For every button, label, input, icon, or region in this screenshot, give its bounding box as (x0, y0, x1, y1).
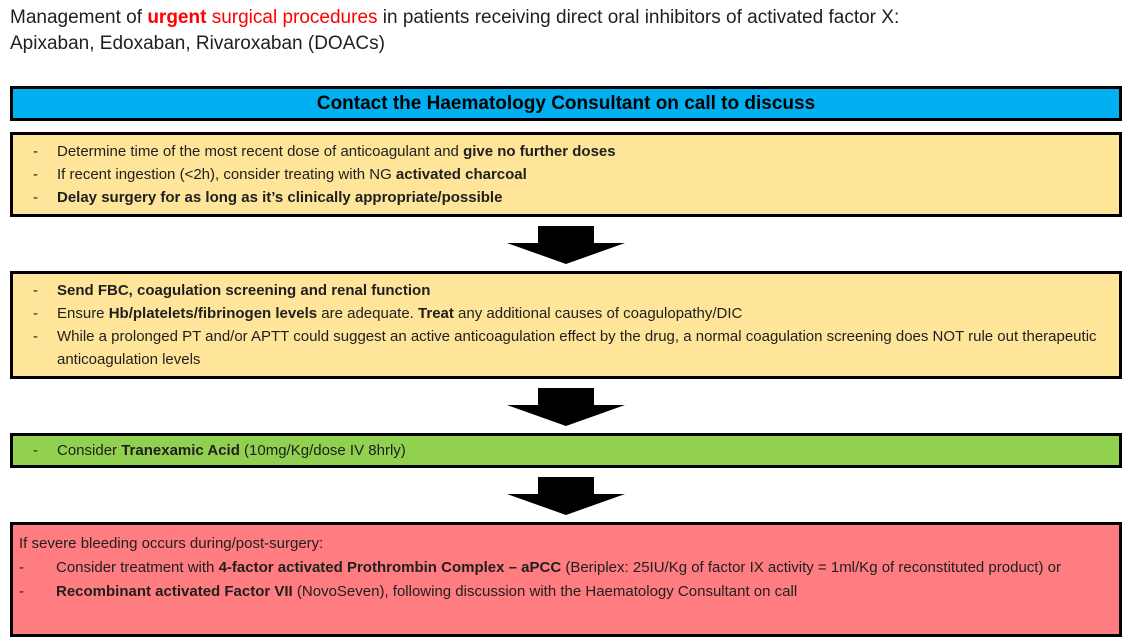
bullet-line: - Send FBC, coagulation screening and re… (33, 279, 1105, 302)
bullet-line: - Consider Tranexamic Acid (10mg/Kg/dose… (33, 439, 1105, 462)
bullet-dash: - (19, 583, 24, 600)
down-arrow-icon (507, 226, 625, 264)
bullet-dash: - (19, 559, 24, 576)
bullet-text: Determine time of the most recent dose o… (57, 143, 616, 160)
contact-haematology-banner: Contact the Haematology Consultant on ca… (10, 86, 1122, 121)
bullet-dash: - (33, 189, 38, 206)
bullet-dash: - (33, 282, 38, 299)
bullet-text: Recombinant activated Factor VII (NovoSe… (56, 583, 798, 600)
bullet-dash: - (33, 442, 38, 459)
step-tranexamic-acid-box: - Consider Tranexamic Acid (10mg/Kg/dose… (10, 433, 1122, 468)
bullet-line: - While a prolonged PT and/or APTT could… (33, 325, 1105, 371)
bullet-line: - Delay surgery for as long as it’s clin… (33, 186, 1105, 209)
page-title: Management of urgent surgical procedures… (10, 5, 1122, 57)
bullet-text: Consider Tranexamic Acid (10mg/Kg/dose I… (57, 442, 406, 459)
bullet-dash: - (33, 166, 38, 183)
bullet-line: - If recent ingestion (<2h), consider tr… (33, 163, 1105, 186)
bullet-text: Send FBC, coagulation screening and rena… (57, 282, 431, 299)
bullet-dash: - (33, 305, 38, 322)
page-title-line-1: Management of urgent surgical procedures… (10, 7, 900, 28)
bullet-dash: - (33, 328, 38, 345)
bullet-line: - Recombinant activated Factor VII (Novo… (19, 580, 1105, 604)
bullet-text: Consider treatment with 4-factor activat… (56, 559, 1061, 576)
down-arrow-icon (507, 388, 625, 426)
bullet-line: - Determine time of the most recent dose… (33, 140, 1105, 163)
down-arrow-icon (507, 477, 625, 515)
step-severe-bleeding-box: If severe bleeding occurs during/post-su… (10, 522, 1122, 637)
severe-bleeding-intro: If severe bleeding occurs during/post-su… (19, 535, 324, 552)
bullet-line: - Ensure Hb/platelets/fibrinogen levels … (33, 302, 1105, 325)
bullet-line: - Consider treatment with 4-factor activ… (19, 556, 1105, 580)
guideline-flowchart: Management of urgent surgical procedures… (0, 5, 1132, 637)
bullet-text: Ensure Hb/platelets/fibrinogen levels ar… (57, 305, 743, 322)
bullet-text: If recent ingestion (<2h), consider trea… (57, 166, 527, 183)
bullet-dash: - (33, 143, 38, 160)
bullet-text: Delay surgery for as long as it’s clinic… (57, 189, 503, 206)
contact-haematology-banner-label: Contact the Haematology Consultant on ca… (316, 93, 816, 114)
step-labs-coagulation-box: - Send FBC, coagulation screening and re… (10, 271, 1122, 379)
bullet-text: While a prolonged PT and/or APTT could s… (57, 328, 1097, 368)
page-title-line-2: Apixaban, Edoxaban, Rivaroxaban (DOACs) (10, 33, 385, 54)
step-initial-measures-box: - Determine time of the most recent dose… (10, 132, 1122, 217)
